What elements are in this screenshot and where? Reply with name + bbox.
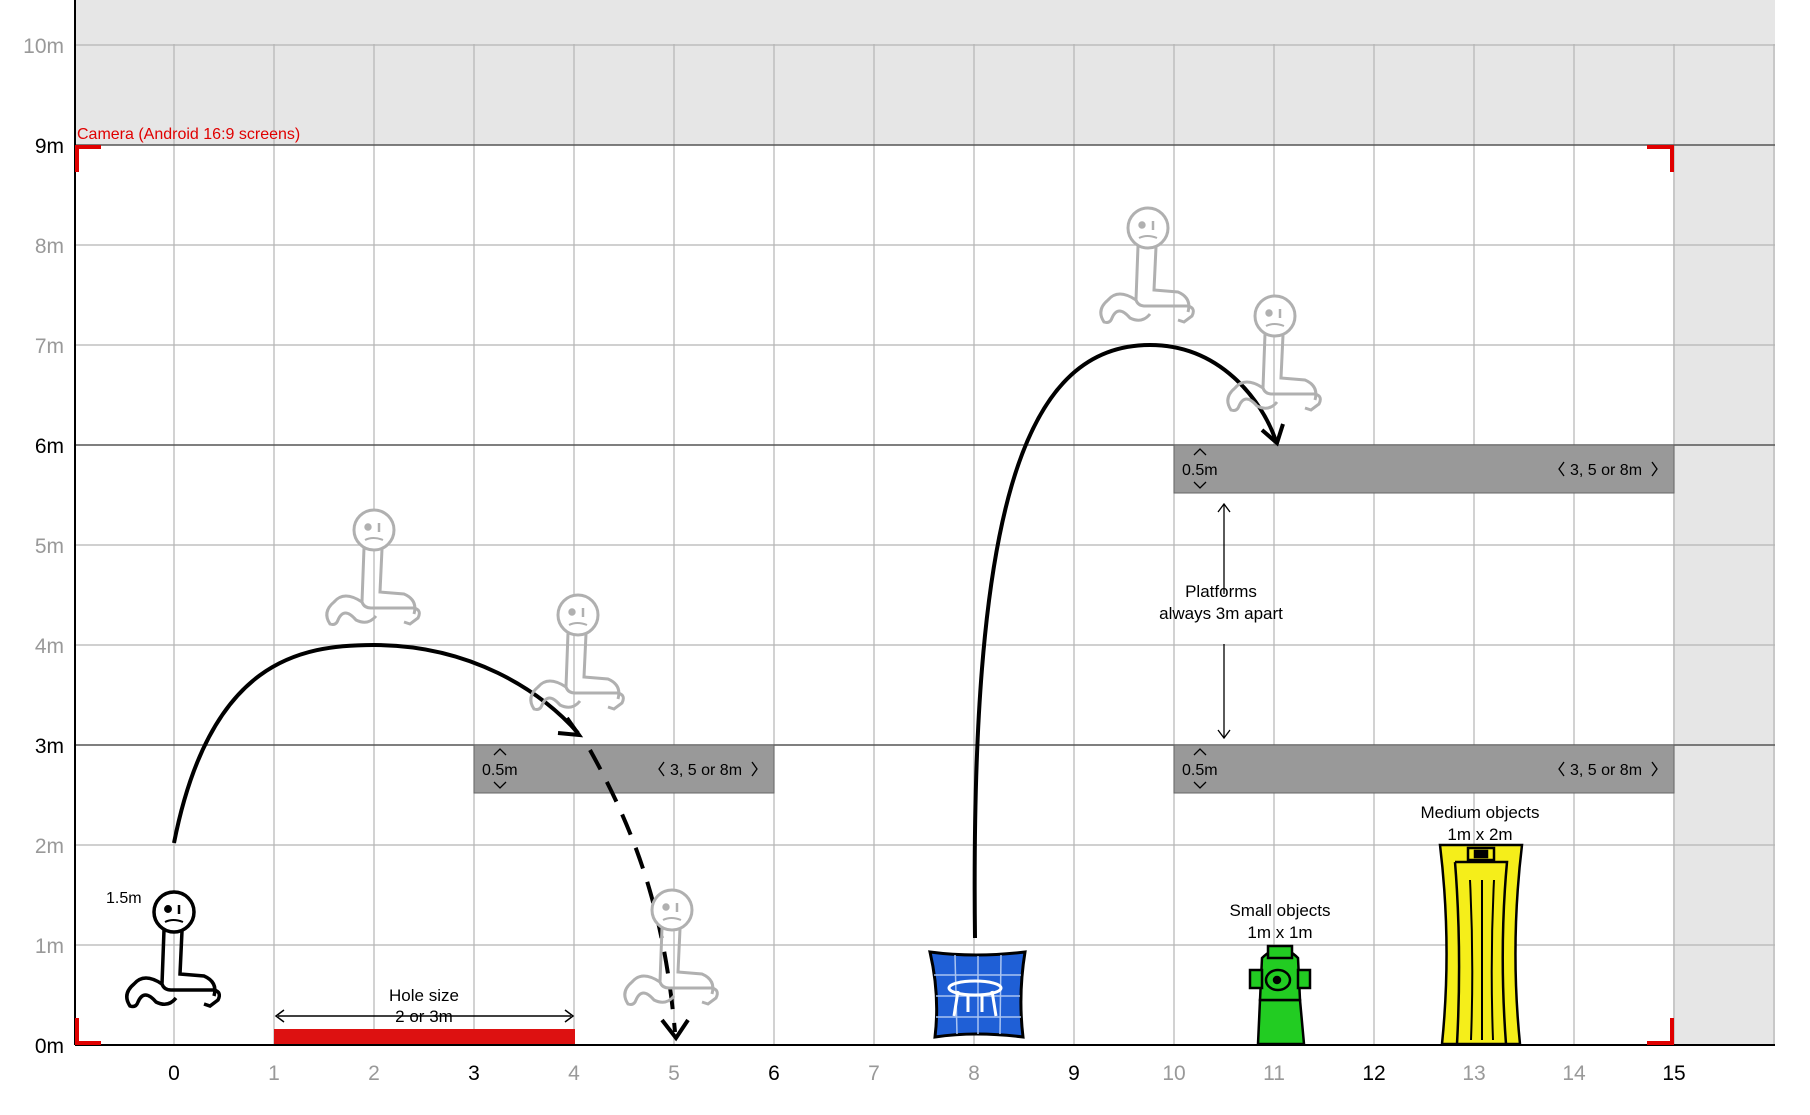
medium-objects-label-line2: 1m x 2m (1447, 825, 1512, 844)
platform-block (473, 744, 775, 794)
y-axis-labels: 0m 1m 2m 3m 4m 5m 6m 7m 8m 9m 10m (23, 35, 64, 1058)
hole-bar (274, 1029, 575, 1044)
x-tick-label: 0 (168, 1062, 180, 1085)
chevron-down-icon (493, 781, 507, 789)
y-tick-label: 7m (35, 335, 64, 358)
platform-1: 0.5m 3, 5 or 8m (473, 744, 775, 794)
ghost-character (325, 508, 421, 626)
x-tick-label: 2 (368, 1062, 380, 1085)
axes (74, 0, 1775, 1046)
camera-corner-top-left (75, 145, 101, 172)
platform-spacing-line1: Platforms (1185, 582, 1257, 601)
chevron-down-icon (1193, 481, 1207, 489)
x-tick-label: 1 (268, 1062, 280, 1085)
medium-objects-label-line1: Medium objects (1420, 803, 1539, 822)
jump-arc-2 (972, 342, 1278, 939)
platform-3: 0.5m 3, 5 or 8m (1173, 444, 1675, 494)
chevron-down-icon (1193, 781, 1207, 789)
x-tick-label: 6 (768, 1062, 780, 1085)
platform-block (1173, 444, 1675, 494)
chevron-right-icon (1651, 761, 1658, 777)
door-medium-object (1438, 843, 1524, 1046)
hole-label-line2: 2 or 3m (395, 1007, 453, 1026)
outside-camera-area (75, 0, 1810, 1045)
camera-corner-bottom-left (75, 1018, 101, 1045)
player-character (125, 890, 222, 1009)
platform-spacing-annotation: Platforms always 3m apart (1159, 502, 1283, 740)
x-tick-label: 7 (868, 1062, 880, 1085)
x-tick-label: 14 (1562, 1062, 1586, 1085)
chevron-left-icon (658, 761, 665, 777)
y-tick-label: 6m (35, 435, 64, 458)
x-tick-label: 15 (1662, 1062, 1685, 1085)
arrow-head (557, 716, 584, 738)
y-tick-label: 3m (35, 735, 64, 758)
chevron-up-icon (493, 748, 507, 756)
ghost-character (1099, 206, 1195, 324)
trampoline (928, 950, 1027, 1039)
x-tick-label: 9 (1068, 1062, 1080, 1085)
player-height-label: 1.5m (106, 890, 142, 907)
ghost-character (623, 888, 719, 1006)
jump-arc-1 (172, 642, 580, 844)
x-tick-label: 8 (968, 1062, 980, 1085)
platform-thickness-label: 0.5m (482, 762, 518, 779)
platform-length-label: 3, 5 or 8m (670, 762, 742, 779)
platform-spacing-line2: always 3m apart (1159, 604, 1283, 623)
x-tick-label: 5 (668, 1062, 680, 1085)
hydrant-small-object (1248, 944, 1312, 1046)
chevron-up-icon (1193, 748, 1207, 756)
platform-block (1173, 744, 1675, 794)
platform-length-label: 3, 5 or 8m (1570, 762, 1642, 779)
camera-corner-top-right (1647, 145, 1674, 172)
x-tick-label: 11 (1263, 1062, 1285, 1085)
chevron-left-icon (1558, 461, 1565, 477)
x-tick-label: 3 (468, 1062, 480, 1085)
arrow-head (660, 1018, 690, 1042)
small-objects-label-line2: 1m x 1m (1247, 923, 1312, 942)
hole-label-line1: Hole size (389, 986, 459, 1005)
grid (75, 44, 1775, 1046)
y-tick-label: 2m (35, 835, 64, 858)
y-tick-label: 8m (35, 235, 64, 258)
y-tick-label: 0m (35, 1035, 64, 1058)
chevron-right-icon (751, 761, 758, 777)
camera-frame: Camera (Android 16:9 screens) (75, 126, 1674, 1045)
ghost-character (529, 593, 625, 711)
platform-2: 0.5m 3, 5 or 8m (1173, 744, 1675, 794)
chevron-left-icon (1558, 761, 1565, 777)
platform-thickness-label: 0.5m (1182, 762, 1218, 779)
platform-thickness-label: 0.5m (1182, 462, 1218, 479)
y-tick-label: 10m (23, 35, 64, 58)
x-tick-label: 4 (568, 1062, 580, 1085)
y-tick-label: 5m (35, 535, 64, 558)
x-tick-label: 12 (1362, 1062, 1385, 1085)
hole: Hole size 2 or 3m (274, 986, 575, 1044)
small-objects-label-line1: Small objects (1229, 901, 1330, 920)
camera-label: Camera (Android 16:9 screens) (77, 126, 300, 143)
y-tick-label: 1m (35, 935, 64, 958)
chevron-right-icon (1651, 461, 1658, 477)
x-tick-label: 10 (1162, 1062, 1185, 1085)
chevron-up-icon (1193, 448, 1207, 456)
y-tick-label: 4m (35, 635, 64, 658)
y-tick-label: 9m (35, 135, 64, 158)
x-tick-label: 13 (1462, 1062, 1485, 1085)
arrow-head (1260, 423, 1285, 447)
fall-arc (588, 749, 677, 1033)
camera-corner-bottom-right (1647, 1018, 1674, 1045)
jump-arcs (172, 342, 1285, 1042)
platform-length-label: 3, 5 or 8m (1570, 462, 1642, 479)
player-stick-figure (125, 890, 222, 1009)
